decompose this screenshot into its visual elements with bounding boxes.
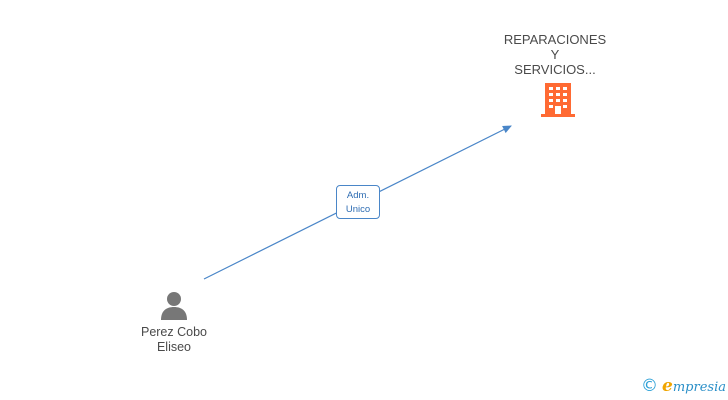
person-icon[interactable] (158, 289, 190, 321)
role-label-line1: Adm. (346, 190, 370, 201)
brand-logo[interactable]: empresia (662, 376, 726, 396)
company-name-line1: REPARACIONES (503, 32, 607, 47)
brand-initial: e (662, 376, 673, 396)
role-label-line2: Unico (345, 204, 371, 215)
company-name-line3: SERVICIOS... (514, 62, 596, 77)
person-name-line2: Eliseo (156, 340, 192, 354)
role-label[interactable]: Adm. Unico (336, 185, 380, 219)
brand-footer: © empresia (641, 376, 726, 396)
company-name-line2: Y (550, 47, 560, 62)
building-icon[interactable] (540, 82, 576, 118)
copyright-icon: © (641, 376, 659, 396)
company-name[interactable]: REPARACIONES Y SERVICIOS... (495, 32, 615, 77)
person-name[interactable]: Perez Cobo Eliseo (124, 325, 224, 355)
person-name-line1: Perez Cobo (140, 325, 207, 339)
brand-rest: mpresia (672, 380, 726, 395)
